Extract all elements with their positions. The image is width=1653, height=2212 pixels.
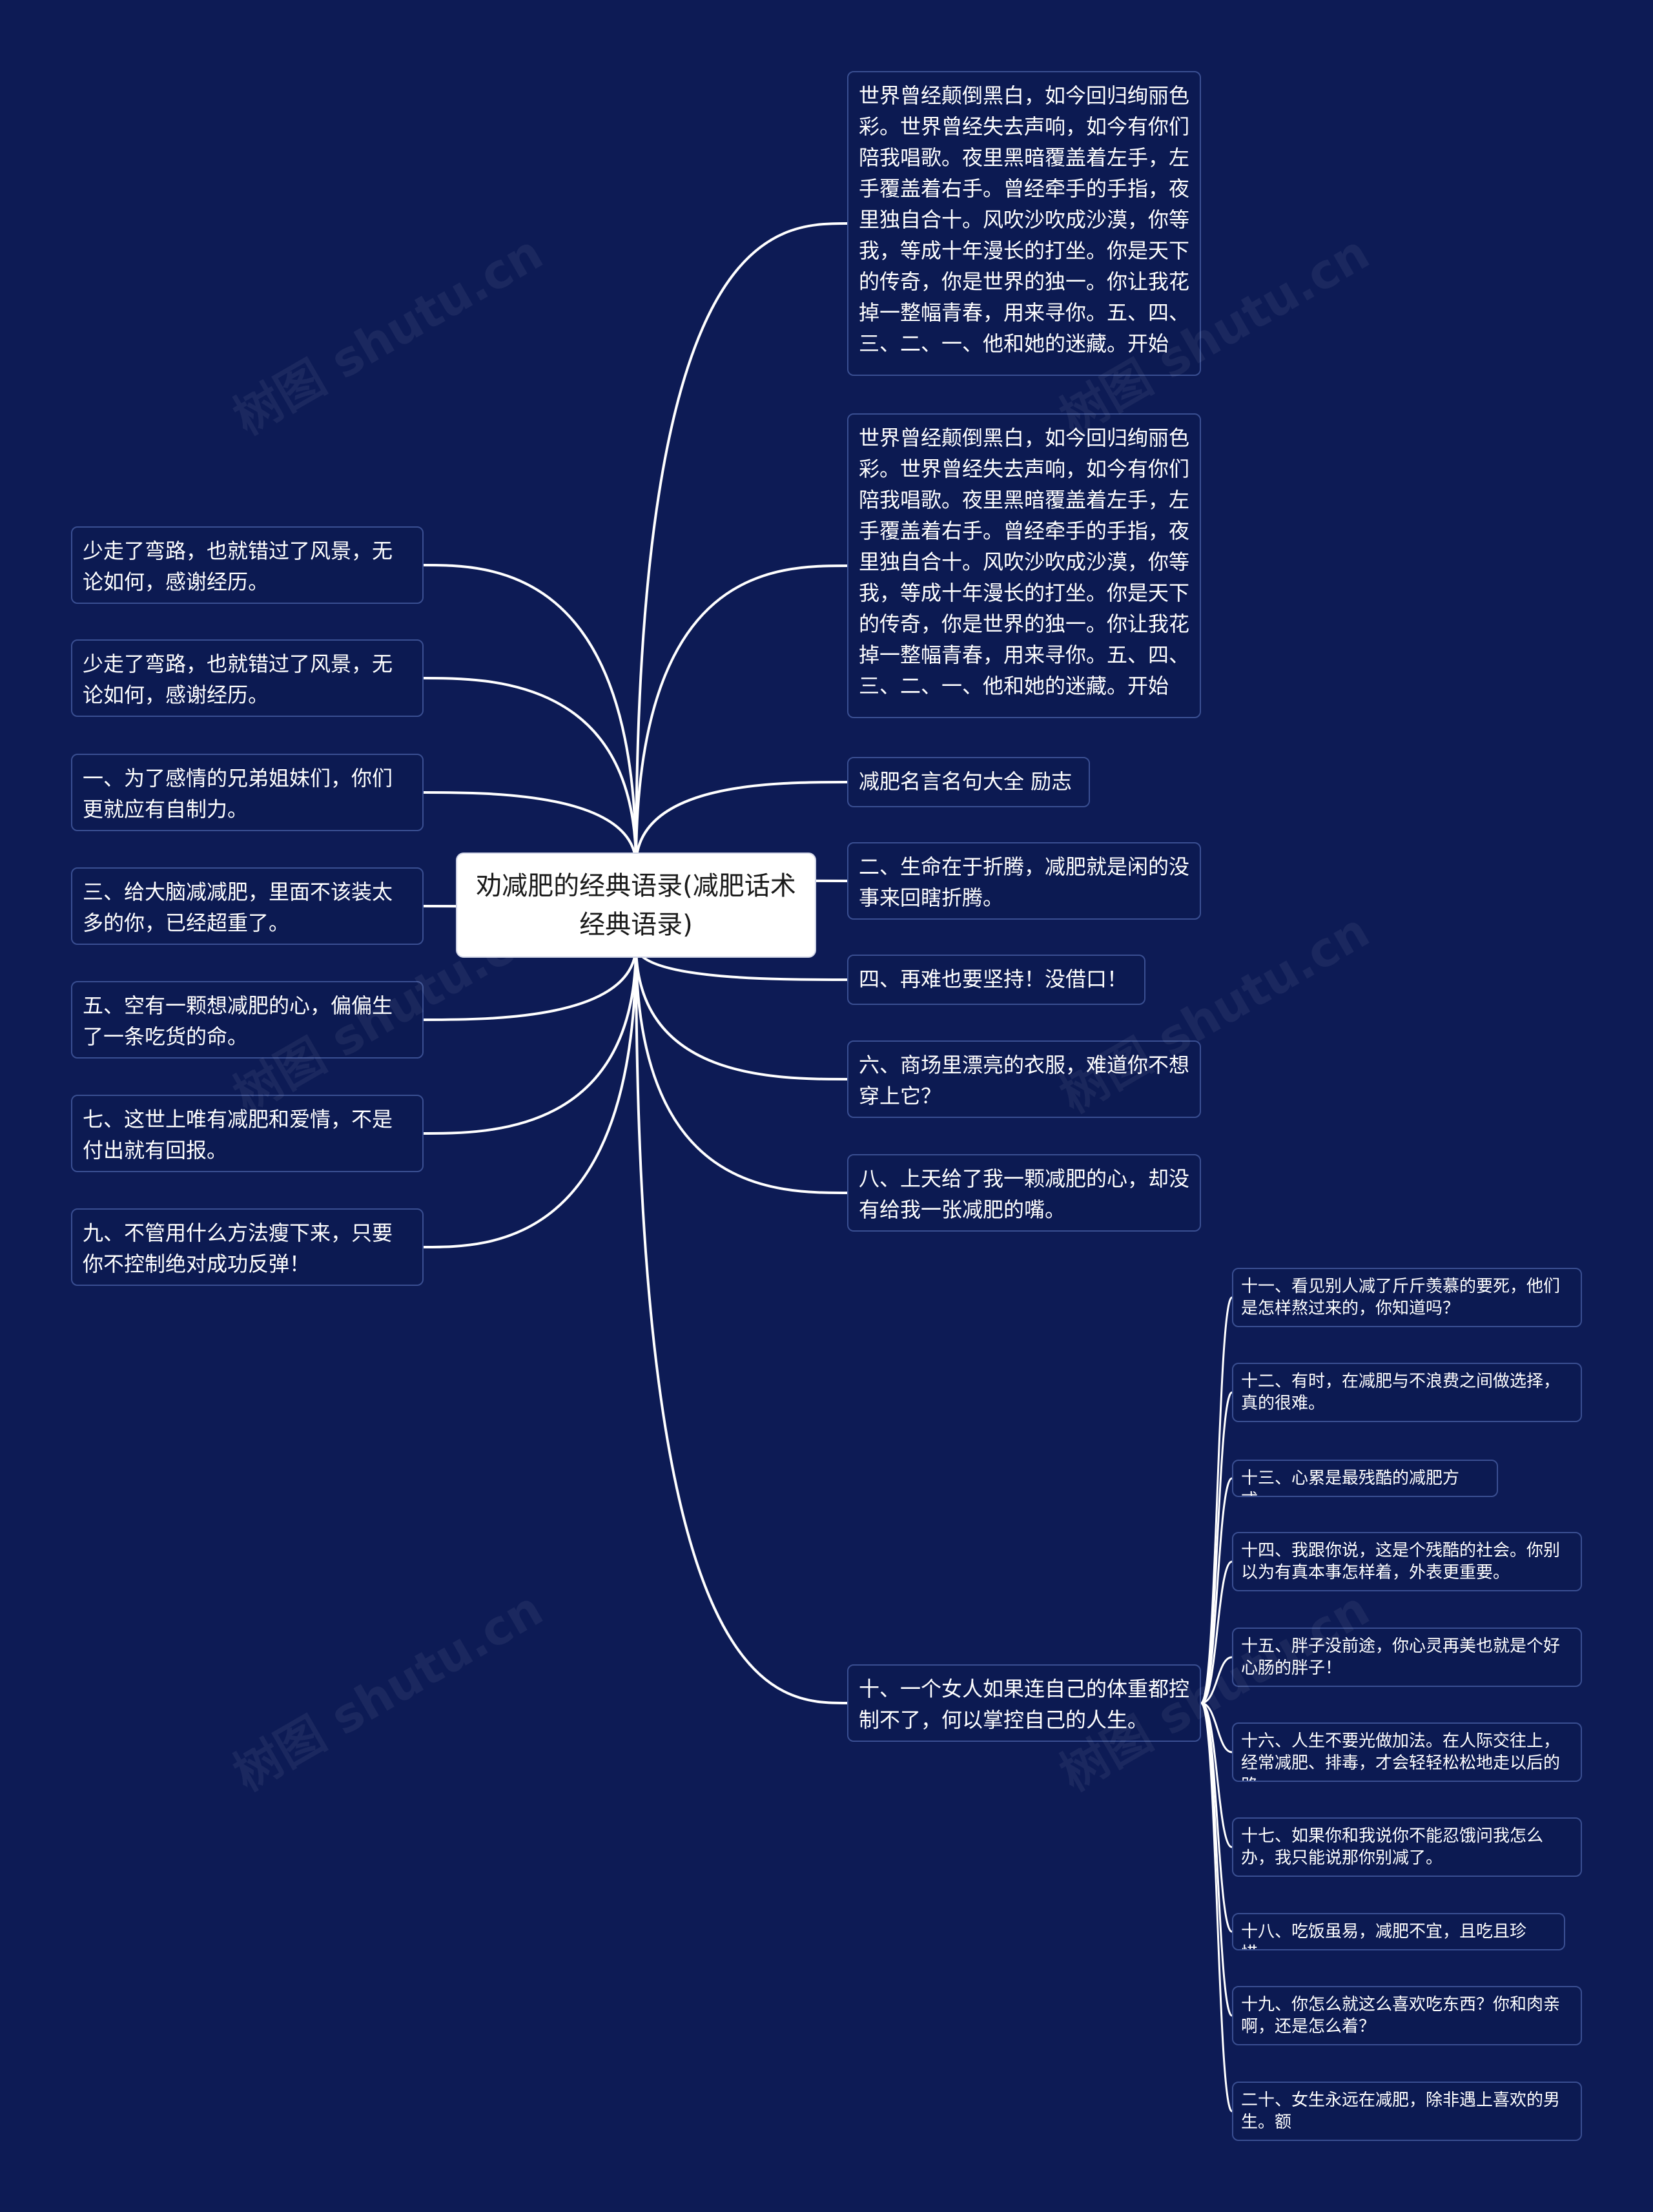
right-node-with-children[interactable]: 十、一个女人如果连自己的体重都控制不了，何以掌控自己的人生。: [847, 1664, 1201, 1742]
left-node[interactable]: 少走了弯路，也就错过了风景，无论如何，感谢经历。: [71, 639, 424, 717]
sub-node[interactable]: 十七、如果你和我说你不能忍饿问我怎么办，我只能说那你别减了。: [1232, 1817, 1582, 1877]
connector-line: [635, 944, 848, 1704]
sub-node[interactable]: 十三、心累是最残酷的减肥方式。: [1232, 1460, 1498, 1497]
right-node[interactable]: 世界曾经颠倒黑白，如今回归绚丽色彩。世界曾经失去声响，如今有你们陪我唱歌。夜里黑…: [847, 71, 1201, 376]
connector-line: [423, 944, 637, 1248]
sub-node[interactable]: 十一、看见别人减了斤斤羡慕的要死，他们是怎样熬过来的，你知道吗？: [1232, 1268, 1582, 1327]
watermark: 树图 shutu.cn: [224, 224, 552, 446]
left-node[interactable]: 少走了弯路，也就错过了风景，无论如何，感谢经历。: [71, 526, 424, 604]
connector-line: [635, 944, 848, 1080]
right-node[interactable]: 世界曾经颠倒黑白，如今回归绚丽色彩。世界曾经失去声响，如今有你们陪我唱歌。夜里黑…: [847, 413, 1201, 718]
right-node[interactable]: 二、生命在于折腾，减肥就是闲的没事来回瞎折腾。: [847, 842, 1201, 920]
connector-line: [635, 564, 848, 866]
connector-line: [635, 781, 848, 866]
root-topic[interactable]: 劝减肥的经典语录(减肥话术经典语录): [456, 853, 816, 958]
connector-line: [423, 564, 637, 866]
left-node[interactable]: 一、为了感情的兄弟姐妹们，你们更就应有自制力。: [71, 754, 424, 831]
connector-line: [1200, 1702, 1233, 1848]
sub-node[interactable]: 十四、我跟你说，这是个残酷的社会。你别以为有真本事怎样着，外表更重要。: [1232, 1532, 1582, 1591]
right-node[interactable]: 六、商场里漂亮的衣服，难道你不想穿上它？: [847, 1040, 1201, 1118]
connector-line: [423, 677, 637, 866]
right-node[interactable]: 减肥名言名句大全 励志: [847, 757, 1090, 807]
left-node[interactable]: 九、不管用什么方法瘦下来，只要你不控制绝对成功反弹！: [71, 1208, 424, 1286]
connector-line: [1200, 1702, 1233, 2113]
connector-line: [1200, 1391, 1233, 1704]
sub-node[interactable]: 二十、女生永远在减肥，除非遇上喜欢的男生。额: [1232, 2082, 1582, 2141]
sub-node[interactable]: 十九、你怎么就这么喜欢吃东西？你和肉亲啊，还是怎么着？: [1232, 1986, 1582, 2045]
connector-line: [635, 944, 848, 1194]
sub-node[interactable]: 十二、有时，在减肥与不浪费之间做选择，真的很难。: [1232, 1363, 1582, 1422]
left-node[interactable]: 五、空有一颗想减肥的心，偏偏生了一条吃货的命。: [71, 981, 424, 1059]
connector-line: [1200, 1702, 1233, 1753]
root-topic-label: 劝减肥的经典语录(减肥话术经典语录): [476, 871, 796, 940]
connector-line: [1200, 1477, 1233, 1704]
right-node[interactable]: 八、上天给了我一颗减肥的心，却没有给我一张减肥的嘴。: [847, 1154, 1201, 1232]
connector-line: [1200, 1560, 1233, 1704]
right-node[interactable]: 四、再难也要坚持！没借口！: [847, 955, 1145, 1005]
connector-line: [423, 944, 637, 1021]
connector-line: [423, 791, 637, 866]
connector-line: [1200, 1656, 1233, 1704]
sub-node[interactable]: 十八、吃饭虽易，减肥不宜，且吃且珍惜。: [1232, 1913, 1565, 1950]
connector-line: [423, 944, 637, 1135]
sub-node[interactable]: 十六、人生不要光做加法。在人际交往上，经常减肥、排毒，才会轻轻松松地走以后的路。: [1232, 1722, 1582, 1782]
connector-line: [635, 222, 848, 866]
left-node[interactable]: 三、给大脑减减肥，里面不该装太多的你，已经超重了。: [71, 867, 424, 945]
watermark: 树图 shutu.cn: [224, 1580, 552, 1803]
sub-node[interactable]: 十五、胖子没前途，你心灵再美也就是个好心肠的胖子！: [1232, 1628, 1582, 1687]
left-node[interactable]: 七、这世上唯有减肥和爱情，不是付出就有回报。: [71, 1095, 424, 1172]
